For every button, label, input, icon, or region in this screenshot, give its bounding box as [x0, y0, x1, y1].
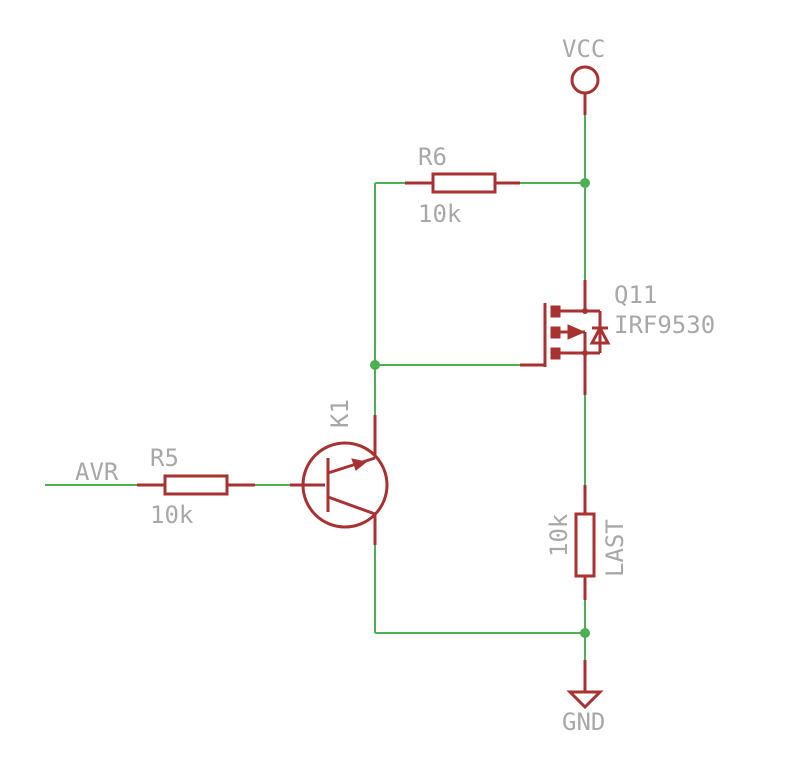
ground-symbol: GND: [562, 660, 605, 736]
load-name: LAST: [601, 519, 629, 577]
junction-gnd: [580, 628, 590, 638]
body-diode-icon: [589, 324, 611, 345]
net-label-avr: AVR: [75, 458, 119, 486]
mosfet-arrow-icon: [567, 324, 586, 340]
r5-value: 10k: [150, 501, 194, 529]
junction-gate: [370, 360, 380, 370]
resistor-r5: R5 10k: [137, 444, 255, 529]
q11-name: Q11: [614, 281, 657, 309]
transistor-k1: K1: [290, 399, 389, 545]
vcc-terminal-icon: [570, 65, 600, 95]
junction-vcc-r6: [580, 178, 590, 188]
transistor-arrow-icon: [351, 458, 368, 471]
vcc-label: VCC: [562, 35, 605, 63]
k1-name: K1: [326, 399, 354, 428]
gnd-label: GND: [562, 708, 605, 736]
resistor-r6: R6 10k: [405, 143, 520, 228]
r6-name: R6: [418, 143, 447, 171]
wires: [45, 93, 586, 670]
load-value: 10k: [545, 513, 573, 557]
resistor-load: 10k LAST: [545, 485, 629, 600]
mosfet-q11: Q11 IRF9530: [520, 280, 715, 395]
ground-icon: [566, 690, 604, 710]
r5-name: R5: [150, 444, 179, 472]
q11-value: IRF9530: [614, 311, 715, 339]
vcc-supply: VCC: [562, 35, 605, 115]
r6-value: 10k: [418, 200, 462, 228]
